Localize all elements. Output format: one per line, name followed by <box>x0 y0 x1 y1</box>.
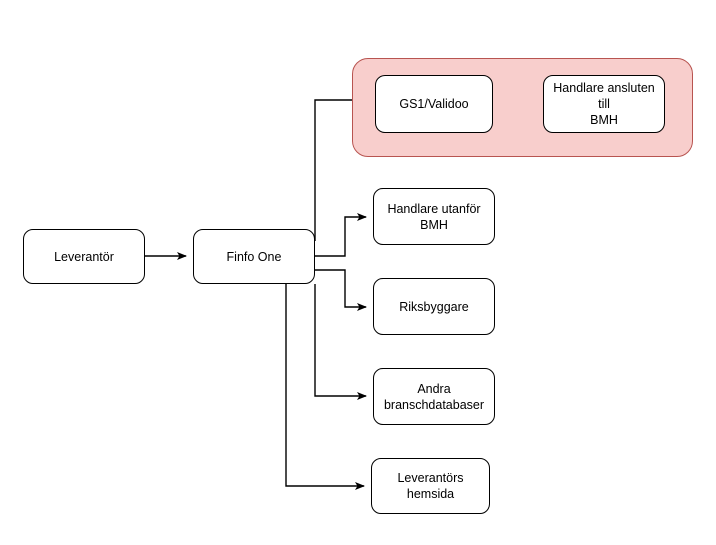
edge-finfo-to-gs1 <box>314 96 369 241</box>
node-label-handlare-utanfor: Handlare utanför BMH <box>387 201 481 232</box>
edge-finfo-to-andra <box>314 284 367 400</box>
node-handlare-ansluten[interactable]: Handlare ansluten till BMH <box>543 75 665 133</box>
node-leverantor[interactable]: Leverantör <box>23 229 145 284</box>
node-leverantors-hemsida[interactable]: Leverantörs hemsida <box>371 458 490 514</box>
node-label-andra-bransch: Andra branschdatabaser <box>383 381 485 412</box>
node-andra-bransch[interactable]: Andra branschdatabaser <box>373 368 495 425</box>
node-label-leverantor: Leverantör <box>54 249 114 264</box>
node-label-gs1-validoo: GS1/Validoo <box>399 97 469 111</box>
node-label-leverantors-hemsida: Leverantörs hemsida <box>397 471 464 501</box>
node-riksbyggare[interactable]: Riksbyggare <box>373 278 495 335</box>
node-label-handlare-ansluten: Handlare ansluten till BMH <box>553 81 655 127</box>
node-handlare-utanfor[interactable]: Handlare utanför BMH <box>373 188 495 245</box>
node-label-finfo-one: Finfo One <box>226 249 282 264</box>
node-finfo-one[interactable]: Finfo One <box>193 229 315 284</box>
node-gs1-validoo[interactable]: GS1/Validoo <box>375 75 493 133</box>
node-label-riksbyggare: Riksbyggare <box>399 299 469 314</box>
edge-finfo-to-riksbyggare <box>315 269 367 311</box>
edge-finfo-to-handlare-utanfor <box>315 213 367 257</box>
edge-finfo-to-hemsida <box>285 284 365 490</box>
